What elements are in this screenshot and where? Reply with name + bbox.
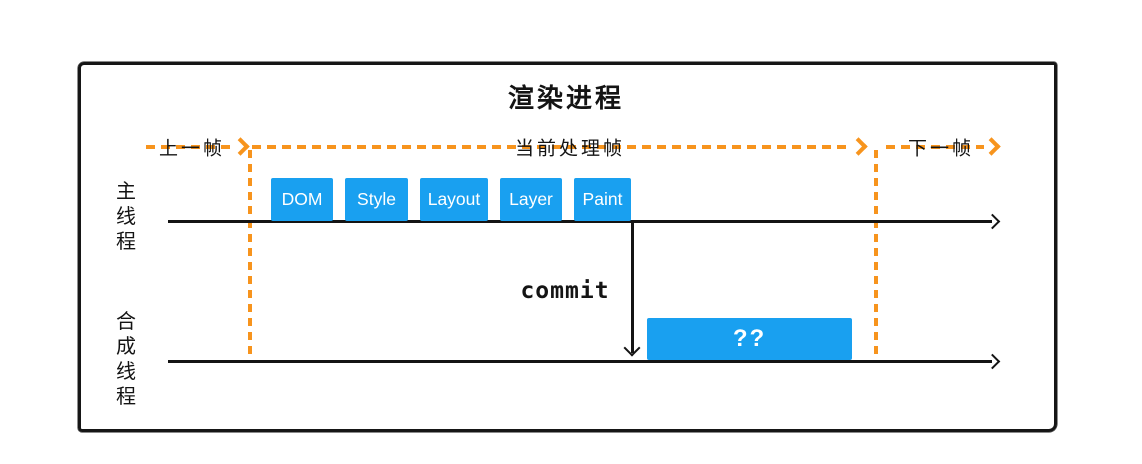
stage-layer: Layer (500, 178, 562, 221)
outer-border (78, 62, 1057, 432)
next-frame-dashed-line (886, 145, 984, 149)
pipeline-stages: DOM Style Layout Layer Paint (271, 178, 631, 221)
stage-paint: Paint (574, 178, 631, 221)
main-thread-line (168, 220, 992, 223)
frame-boundary-left-dashed-line (248, 150, 252, 362)
main-thread-label: 主线程 (116, 181, 136, 253)
prev-frame-label: 上一帧 (158, 138, 226, 160)
compositor-task-box: ?? (647, 318, 852, 360)
commit-arrow-line (631, 223, 634, 353)
frame-boundary-right-dashed-line (874, 150, 878, 362)
stage-layout: Layout (420, 178, 488, 221)
current-frame-label: 当前处理帧 (514, 138, 626, 160)
stage-style: Style (345, 178, 408, 221)
prev-frame-dashed-line (146, 145, 236, 149)
compositor-task-label: ?? (732, 325, 767, 352)
commit-label: commit (520, 278, 610, 304)
current-frame-dashed-line (252, 145, 850, 149)
next-frame-label: 下一帧 (907, 138, 975, 160)
compositor-thread-line (168, 360, 992, 363)
stage-dom: DOM (271, 178, 333, 221)
diagram-title: 渲染进程 (507, 83, 624, 113)
compositor-thread-label: 合成线程 (116, 311, 136, 408)
